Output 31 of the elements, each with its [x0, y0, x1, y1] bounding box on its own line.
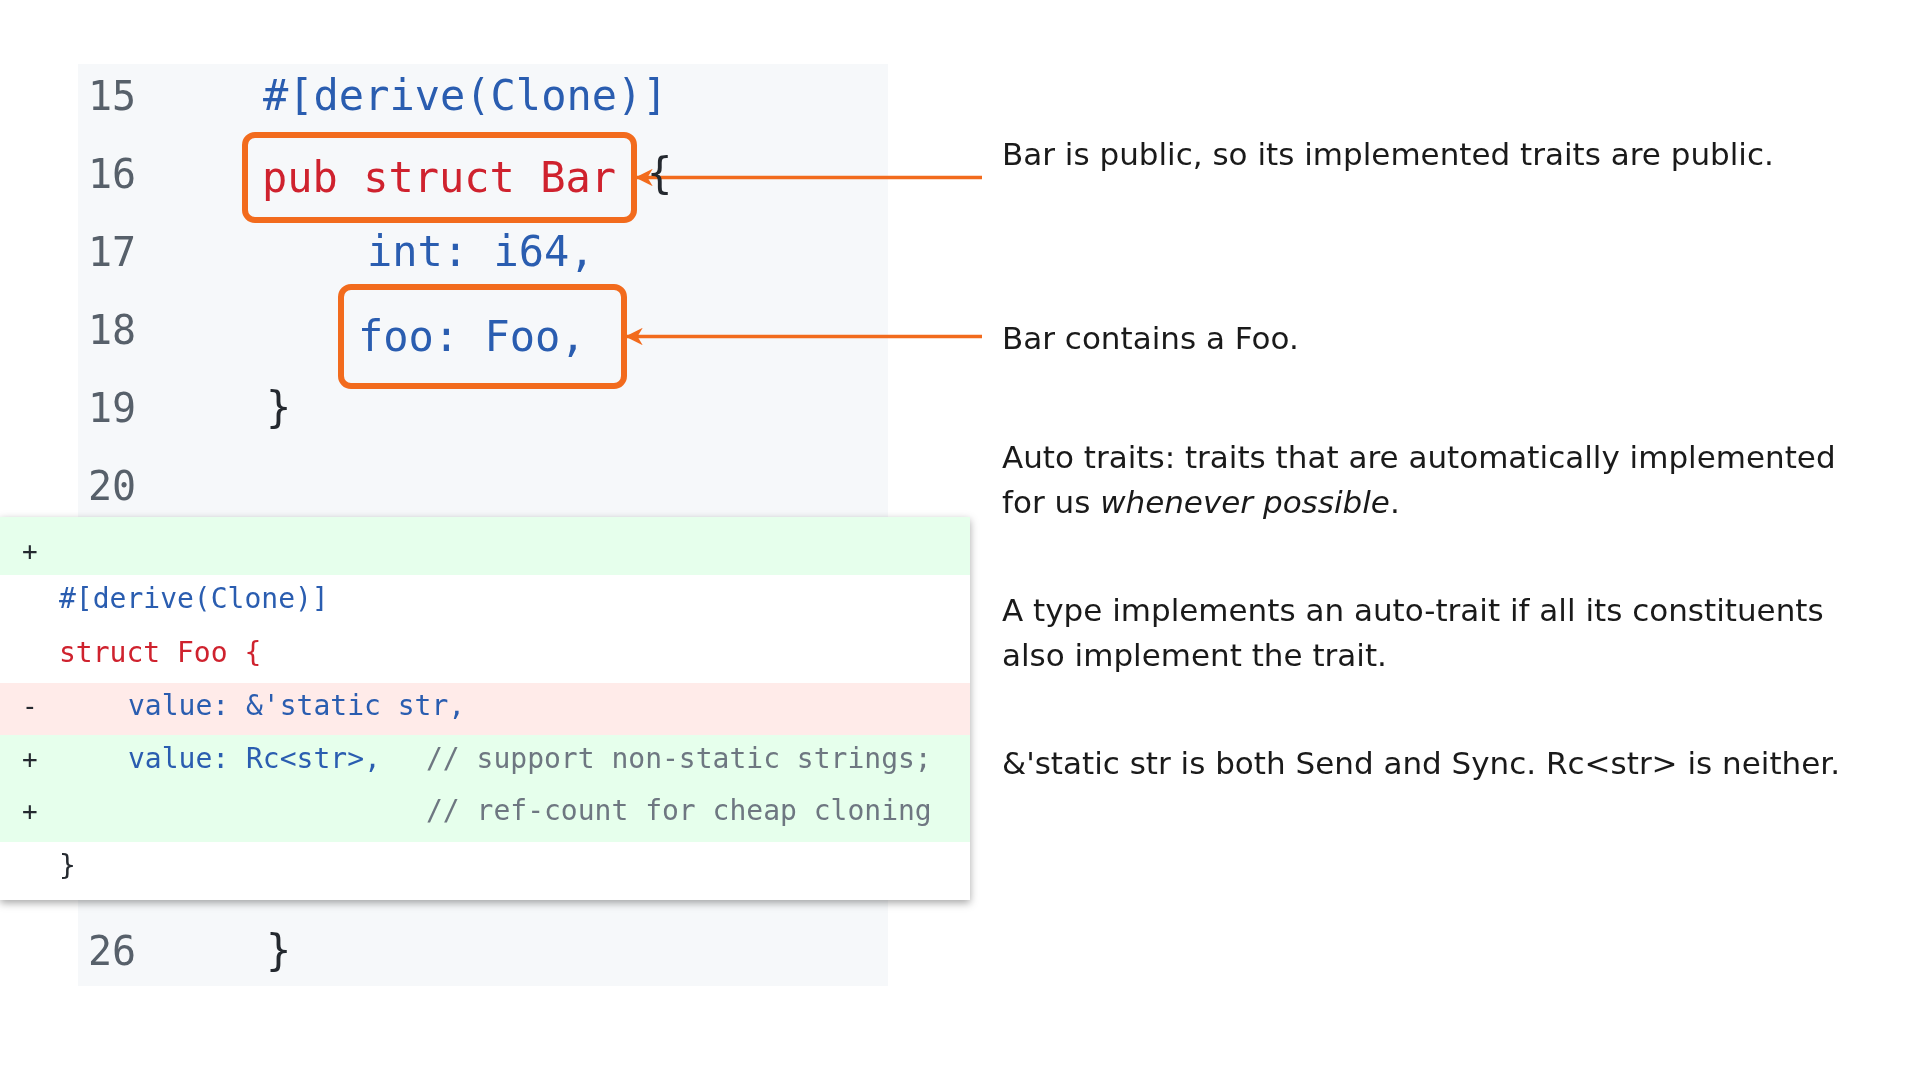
line-number: 26: [88, 931, 137, 971]
highlight-box: pub struct Bar: [242, 132, 637, 223]
code-comment: // support non-static strings;: [426, 745, 932, 774]
diff-marker: -: [22, 693, 38, 720]
line-number: 18: [88, 310, 137, 350]
line-number: 17: [88, 232, 137, 272]
code-line: #[derive(Clone)]: [263, 74, 668, 117]
highlight-box: foo: Foo,: [338, 284, 627, 389]
code-line: #[derive(Clone)]: [59, 585, 329, 614]
arrow: [635, 168, 982, 187]
code-line: struct Foo {: [59, 639, 262, 668]
diff-marker: +: [22, 746, 38, 773]
line-number: 19: [88, 388, 137, 428]
note-text: Bar is public, so its implemented traits are public.: [1002, 132, 1882, 224]
diff-marker: +: [22, 798, 38, 825]
code-brace: }: [266, 929, 292, 972]
line-number: 16: [88, 154, 137, 194]
code-line: value: &'static str,: [128, 692, 466, 721]
line-number: 15: [88, 76, 137, 116]
note-text: Auto traits: traits that are automatically implemented for us whenever possible.: [1002, 438, 1837, 522]
code-brace: }: [266, 386, 292, 429]
code-brace: }: [59, 852, 76, 881]
code-comment: // ref-count for cheap cloning: [426, 797, 932, 826]
code-line: value: Rc<str>,: [128, 745, 381, 774]
note-text: Bar contains a Foo.: [1002, 316, 1882, 362]
note-text: A type implements an auto-trait if all its constituents also implement the trait.: [1002, 591, 1825, 675]
diff-marker: +: [22, 538, 38, 565]
note-text: &'static str is both Send and Sync. Rc<str> is neither.: [1002, 744, 1842, 783]
arrow: [625, 327, 982, 346]
code-line: int: i64,: [367, 230, 595, 273]
line-number: 20: [88, 466, 137, 506]
